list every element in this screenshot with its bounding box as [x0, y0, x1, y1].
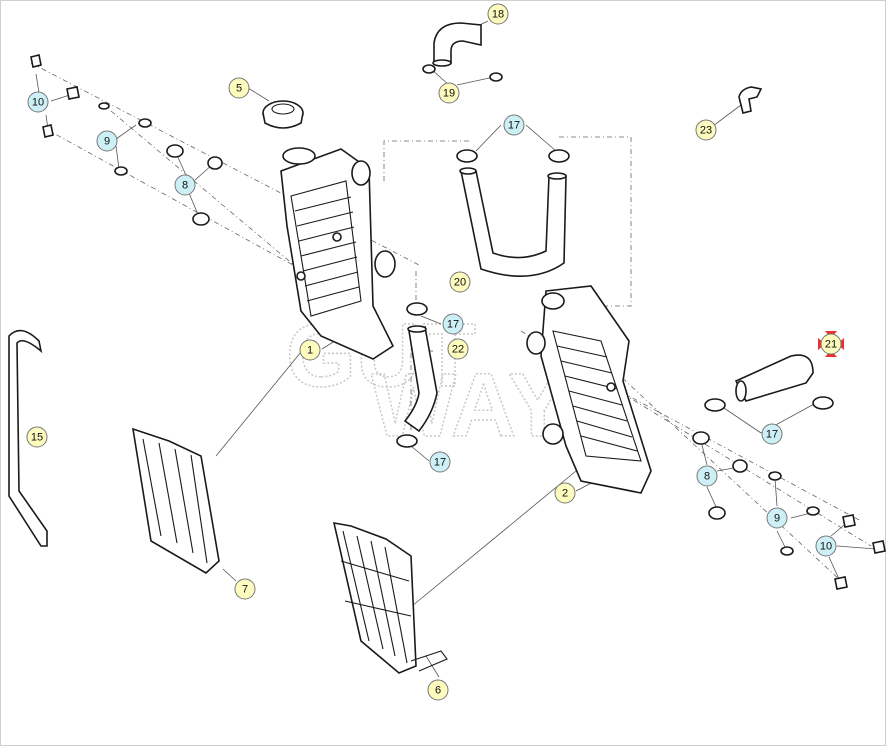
callout-17[interactable]: 17	[429, 451, 451, 473]
callout-17[interactable]: 17	[442, 313, 464, 335]
callout-number: 2	[562, 488, 568, 500]
hose-21	[734, 354, 814, 402]
callout-8[interactable]: 8	[174, 174, 196, 196]
radiator-grille-6	[332, 522, 448, 674]
callout-circle	[234, 578, 256, 600]
callout-circle	[503, 114, 525, 136]
callout-20[interactable]: 20	[449, 271, 471, 293]
callout-23[interactable]: 23	[695, 119, 717, 141]
hardware-right	[692, 431, 886, 590]
callout-7[interactable]: 7	[234, 578, 256, 600]
hose-clamps-17	[396, 149, 834, 448]
plugs-19	[422, 64, 503, 82]
callout-circle	[815, 535, 837, 557]
callout-9[interactable]: 9	[766, 507, 788, 529]
overflow-tube-15	[8, 329, 48, 547]
callout-number: 7	[242, 584, 248, 596]
callout-number: 17	[434, 457, 446, 469]
callout-number: 1	[307, 345, 313, 357]
callout-circle	[442, 313, 464, 335]
callout-circle	[554, 482, 576, 504]
tube-23	[738, 86, 763, 114]
callout-circle	[695, 119, 717, 141]
callout-circle	[96, 130, 118, 152]
callout-circle	[27, 91, 49, 113]
callout-circle	[438, 82, 460, 104]
hardware-left	[30, 54, 223, 226]
callout-number: 15	[31, 432, 43, 444]
callout-5[interactable]: 5	[228, 77, 250, 99]
callout-number: 10	[820, 541, 832, 553]
callout-number: 8	[182, 180, 188, 192]
callout-number: 17	[447, 319, 459, 331]
hose-22	[403, 325, 438, 433]
callout-number: 23	[700, 125, 712, 137]
callout-18[interactable]: 18	[487, 3, 509, 25]
callout-number: 9	[774, 513, 780, 525]
callout-number: 18	[492, 9, 504, 21]
callout-22[interactable]: 22	[447, 338, 469, 360]
callout-number: 17	[766, 429, 778, 441]
hose-20	[459, 167, 567, 277]
callout-circle	[427, 679, 449, 701]
callout-number: 9	[104, 136, 110, 148]
callout-circle	[766, 507, 788, 529]
callout-17[interactable]: 17	[503, 114, 525, 136]
radiator-cap	[262, 100, 304, 129]
callout-circle	[761, 423, 783, 445]
callout-circle	[449, 271, 471, 293]
callout-10[interactable]: 10	[27, 91, 49, 113]
callout-9[interactable]: 9	[96, 130, 118, 152]
callout-8[interactable]: 8	[696, 465, 718, 487]
callout-number: 21	[825, 339, 837, 351]
callout-number: 5	[236, 83, 242, 95]
callout-19[interactable]: 19	[438, 82, 460, 104]
callout-circle	[429, 451, 451, 473]
callout-15[interactable]: 15	[26, 426, 48, 448]
callout-number: 8	[704, 471, 710, 483]
callout-circle	[447, 338, 469, 360]
callout-circle	[26, 426, 48, 448]
callout-circle	[228, 77, 250, 99]
callout-number: 6	[435, 685, 441, 697]
callout-circle	[299, 339, 321, 361]
callout-2[interactable]: 2	[554, 482, 576, 504]
callout-number: 19	[443, 88, 455, 100]
callout-1[interactable]: 1	[299, 339, 321, 361]
left-radiator	[280, 147, 396, 360]
callout-number: 22	[452, 344, 464, 356]
callout-number: 20	[454, 277, 466, 289]
callout-number: 17	[508, 120, 520, 132]
callout-6[interactable]: 6	[427, 679, 449, 701]
callout-circle	[820, 333, 842, 355]
callout-circle	[487, 3, 509, 25]
callout-21[interactable]: 21	[820, 333, 842, 355]
radiator-guard-7	[132, 427, 220, 574]
callout-labels: 1 2 5 6 7 8 8 9 9 10 10 15 17 17 17 17 18 19 20 21 22 23	[26, 3, 842, 701]
callout-circle	[174, 174, 196, 196]
callout-number: 10	[32, 97, 44, 109]
callout-17[interactable]: 17	[761, 423, 783, 445]
hose-18	[432, 22, 482, 67]
callout-circle	[696, 465, 718, 487]
callout-10[interactable]: 10	[815, 535, 837, 557]
right-radiator	[526, 285, 652, 494]
